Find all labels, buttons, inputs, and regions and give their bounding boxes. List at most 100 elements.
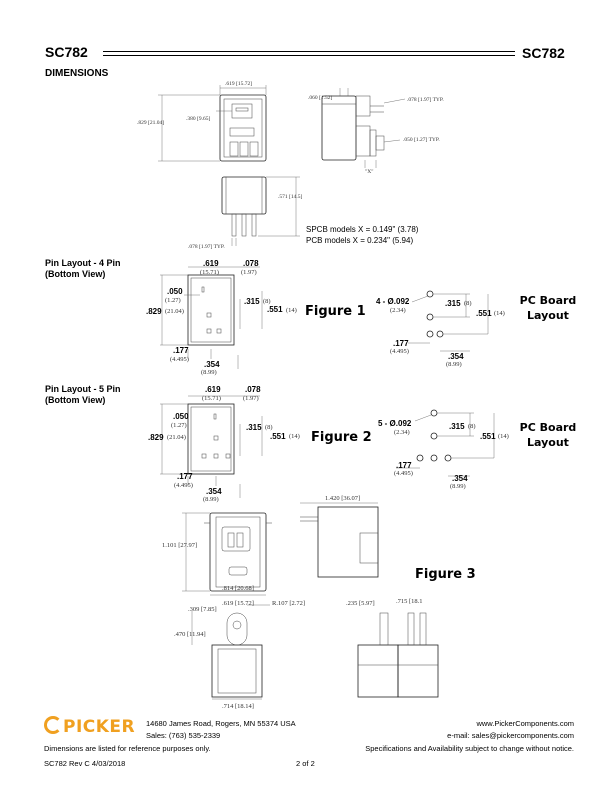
fig1-dim-w: .619 (203, 259, 219, 268)
fig2-pcb-a-mm: (8) (468, 423, 476, 430)
footer-email[interactable]: e-mail: sales@pickercomponents.com (447, 731, 574, 740)
fig3-dim-g: .715 [18.1 (396, 598, 423, 605)
fig1-pcb-c: .177 (393, 339, 409, 348)
fig2-dim-b: .551 (270, 432, 286, 441)
footer-sales: Sales: (763) 535-2339 (146, 731, 221, 740)
dim-side-height: .571 [14.5] (278, 194, 302, 200)
footer-address: 14680 James Road, Rogers, MN 55374 USA (146, 719, 296, 728)
fig2-dim-p-mm: (1.97) (243, 395, 259, 402)
fig2-pcb-c: .177 (396, 461, 412, 470)
fig1-dim-p: .078 (243, 259, 259, 268)
figure3-lower-view (191, 604, 270, 700)
fig2-dim-t-mm: (1.27) (171, 422, 187, 429)
fig1-pcb-d: .354 (448, 352, 464, 361)
figure3-drawings (182, 502, 439, 700)
dim-pin-width: .078 [1.97] TYP. (407, 97, 444, 103)
fig3-dim-width: .814 [20.68] (222, 585, 254, 592)
footer-disclaimer-left: Dimensions are listed for reference purp… (44, 744, 211, 753)
fig2-dim-d-mm: (8.99) (203, 496, 219, 503)
dim-front-width: .619 [15.72] (225, 81, 252, 87)
picker-logo-text: PICKER (63, 717, 136, 737)
figure1-label: Figure 1 (305, 304, 366, 319)
figure1-pcb-line2: Layout (527, 309, 569, 322)
fig1-dim-d: .354 (204, 360, 220, 369)
footer-page-number: 2 of 2 (296, 759, 315, 768)
header-title-right: SC782 (522, 45, 565, 61)
footer-website[interactable]: www.PickerComponents.com (476, 719, 574, 728)
footer-disclaimer-right: Specifications and Availability subject … (365, 744, 574, 753)
fig1-dim-c: .177 (173, 346, 189, 355)
figure2-label: Figure 2 (311, 430, 372, 445)
figure2-pcb-layout (396, 409, 495, 477)
fig3-dim-depth: 1.420 [36.07] (325, 495, 361, 502)
fig2-dim-t: .050 (173, 412, 189, 421)
fig1-pcb-holes: 4 - Ø.092 (376, 297, 410, 306)
dim-pin-offset: .380 [9.65] (186, 116, 210, 122)
pcb-note: PCB models X = 0.234" (5.94) (306, 236, 414, 245)
figure2-pcb-line1: PC Board (519, 421, 577, 434)
figure2-bottom-view (160, 395, 495, 498)
fig1-dim-b: .551 (267, 305, 283, 314)
fig2-dim-p: .078 (245, 385, 261, 394)
fig2-pcb-a: .315 (449, 422, 465, 431)
figure3-side-view (300, 502, 379, 578)
picker-logo-icon (44, 716, 62, 734)
header-rule-bottom (103, 55, 515, 56)
fig2-dim-w: .619 (205, 385, 221, 394)
picker-logo: PICKER (44, 716, 135, 737)
figure1-bottom-view (160, 266, 489, 369)
front-view (158, 85, 267, 162)
fig1-pcb-d-mm: (8.99) (446, 361, 462, 368)
fig1-dim-h-mm: (21.04) (165, 308, 184, 315)
header-title-left: SC782 (45, 44, 88, 60)
fig1-pcb-b: .551 (476, 309, 492, 318)
side-view (321, 88, 406, 168)
fig1-dim-a-mm: (8) (263, 298, 271, 305)
fig1-dim-w-mm: (15.71) (200, 269, 219, 276)
fig1-pcb-b-mm: (14) (494, 310, 505, 317)
fig2-dim-h-mm: (21.04) (167, 434, 186, 441)
fig2-dim-h: .829 (148, 433, 164, 442)
fig2-dim-w-mm: (15.71) (202, 395, 221, 402)
figure2-pcb-title: PC Board Layout (512, 420, 584, 450)
fig3-dim-height: 1.101 [27.97] (162, 542, 198, 549)
fig1-dim-d-mm: (8.99) (201, 369, 217, 376)
fig2-pcb-d: .354 (452, 474, 468, 483)
fig3-dim-e: .714 [18.14] (222, 703, 254, 710)
figure3-label: Figure 3 (415, 567, 476, 582)
fig2-pcb-c-mm: (4.495) (394, 470, 413, 477)
fig1-pcb-c-mm: (4.495) (390, 348, 409, 355)
figure2-heading-line1: Pin Layout - 5 Pin (45, 384, 121, 394)
fig2-dim-c: .177 (177, 472, 193, 481)
fig2-pcb-b-mm: (14) (498, 433, 509, 440)
figure3-front-view (182, 512, 272, 596)
fig2-dim-c-mm: (4.495) (174, 482, 193, 489)
fig2-pcb-holes: 5 - Ø.092 (378, 419, 412, 428)
fig2-dim-b-mm: (14) (289, 433, 300, 440)
fig1-pcb-a: .315 (445, 299, 461, 308)
header-rule-top (103, 51, 515, 52)
fig1-pcb-a-mm: (8) (464, 300, 472, 307)
section-title: DIMENSIONS (45, 68, 109, 79)
fig3-dim-f: .235 [5.97] (346, 600, 375, 607)
dim-top-gap: .060 [1.52] (308, 95, 332, 101)
fig1-dim-a: .315 (244, 297, 260, 306)
fig1-pcb-holes-mm: (2.34) (390, 307, 406, 314)
figure2-pcb-line2: Layout (527, 436, 569, 449)
fig2-pcb-b: .551 (480, 432, 496, 441)
figure2-heading-line2: (Bottom View) (45, 395, 106, 405)
top-relay-drawing: .619 [15.72] .829 [21.04] .380 [9.65] .0… (137, 81, 444, 250)
fig1-dim-b-mm: (14) (286, 307, 297, 314)
fig3-dim-b: .619 [15.72] (222, 600, 254, 607)
spcb-note: SPCB models X = 0.149" (3.78) (306, 225, 419, 234)
fig2-dim-a: .315 (246, 423, 262, 432)
fig3-dim-c: R.107 [2.72] (272, 600, 306, 607)
fig2-pcb-d-mm: (8.99) (450, 483, 466, 490)
fig2-dim-d: .354 (206, 487, 222, 496)
figure1-pcb-title: PC Board Layout (512, 293, 584, 323)
dim-pin-thickness: .050 [1.27] TYP. (403, 137, 440, 143)
figure1-heading-line2: (Bottom View) (45, 269, 106, 279)
fig2-pcb-holes-mm: (2.34) (394, 429, 410, 436)
figure1-heading-line1: Pin Layout - 4 Pin (45, 258, 121, 268)
figure1-pcb-layout (408, 290, 489, 352)
